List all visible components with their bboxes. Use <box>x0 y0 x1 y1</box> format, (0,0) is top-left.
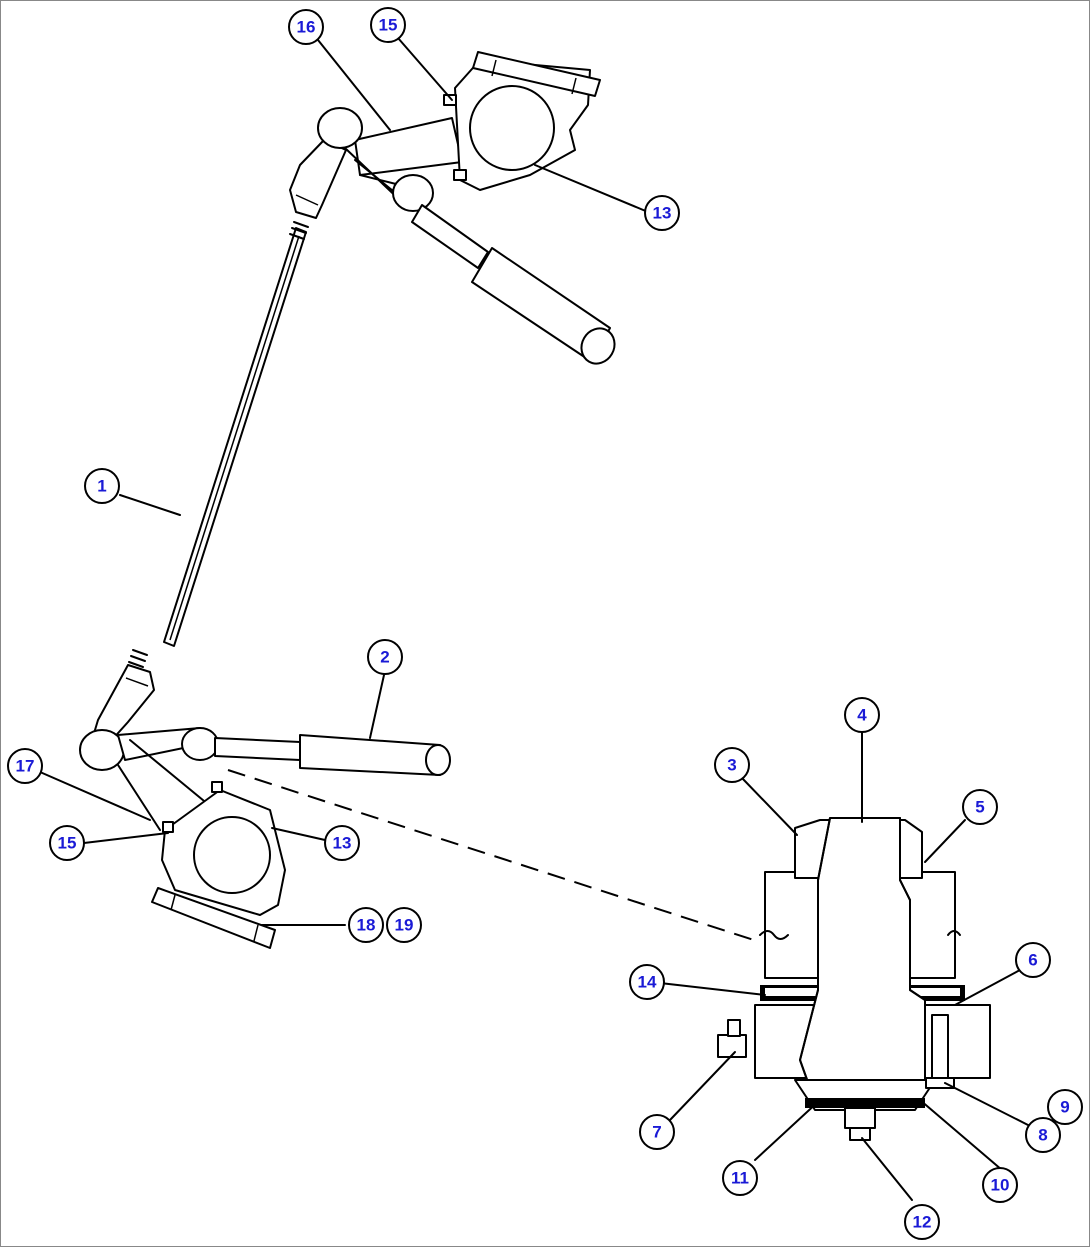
svg-text:17: 17 <box>16 757 35 776</box>
svg-text:13: 13 <box>653 204 672 223</box>
callout-6: 6 <box>1015 942 1051 978</box>
svg-text:19: 19 <box>395 916 414 935</box>
pin-section-detail <box>717 817 991 1141</box>
callout-15-upper: 15 <box>370 7 406 43</box>
svg-text:11: 11 <box>731 1169 749 1188</box>
svg-text:10: 10 <box>991 1176 1010 1195</box>
callout-1: 1 <box>84 468 120 504</box>
svg-text:7: 7 <box>652 1123 661 1142</box>
callout-9: 9 <box>1047 1089 1083 1125</box>
svg-text:15: 15 <box>379 16 398 35</box>
svg-text:16: 16 <box>297 18 316 37</box>
svg-text:1: 1 <box>97 477 106 496</box>
svg-text:6: 6 <box>1028 951 1037 970</box>
tie-rod <box>91 139 347 743</box>
svg-text:2: 2 <box>380 648 389 667</box>
detail-pointer <box>227 769 761 943</box>
callout-19: 19 <box>386 907 422 943</box>
callout-18: 18 <box>348 907 384 943</box>
svg-text:13: 13 <box>333 834 352 853</box>
callout-13-upper: 13 <box>644 195 680 231</box>
callout-11: 11 <box>722 1160 758 1196</box>
callout-15-lower: 15 <box>49 825 85 861</box>
callout-5: 5 <box>962 789 998 825</box>
lower-steering-arm <box>79 727 451 949</box>
svg-text:3: 3 <box>727 756 736 775</box>
leader-lines <box>39 37 1029 1201</box>
svg-text:18: 18 <box>357 916 376 935</box>
svg-text:5: 5 <box>975 798 984 817</box>
callout-14: 14 <box>629 964 665 1000</box>
callout-12: 12 <box>904 1204 940 1240</box>
svg-text:9: 9 <box>1060 1098 1069 1117</box>
svg-text:8: 8 <box>1038 1126 1047 1145</box>
svg-text:12: 12 <box>913 1213 932 1232</box>
upper-steering-arm <box>317 51 616 365</box>
callout-8: 8 <box>1025 1117 1061 1153</box>
callout-3: 3 <box>714 747 750 783</box>
svg-text:4: 4 <box>857 706 867 725</box>
callout-16: 16 <box>288 9 324 45</box>
callout-17: 17 <box>7 748 43 784</box>
svg-text:15: 15 <box>58 834 77 853</box>
callout-13-lower: 13 <box>324 825 360 861</box>
svg-text:14: 14 <box>638 973 657 992</box>
callout-2: 2 <box>367 639 403 675</box>
callout-4: 4 <box>844 697 880 733</box>
callout-7: 7 <box>639 1114 675 1150</box>
callout-10: 10 <box>982 1167 1018 1203</box>
